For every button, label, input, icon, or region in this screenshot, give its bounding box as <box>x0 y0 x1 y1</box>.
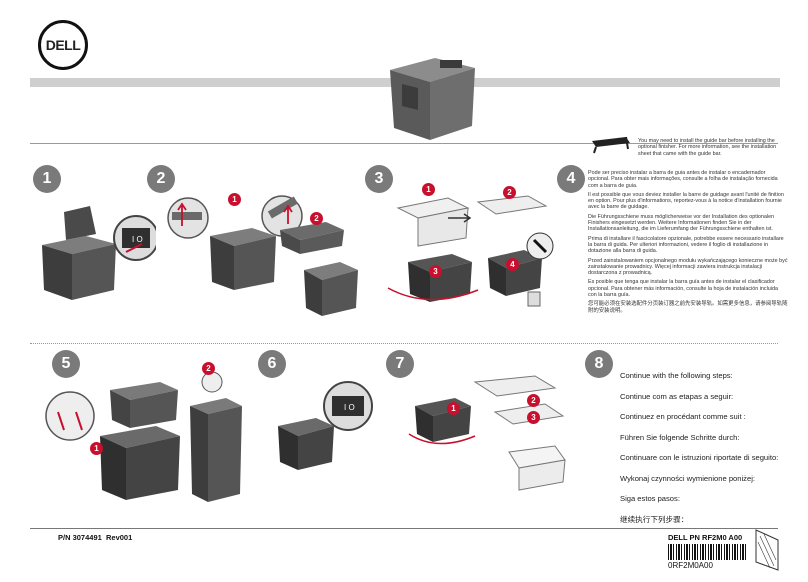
part-number: P/N 3074491 <box>58 533 102 542</box>
step-6-illustration: I O <box>278 381 373 470</box>
svg-text:I O: I O <box>132 235 143 244</box>
guide-note-translations: Pode ser preciso instalar a barra de gui… <box>588 170 788 317</box>
svg-text:I O: I O <box>344 403 355 412</box>
step-7-illustration <box>408 375 566 491</box>
guide-bar-icon <box>592 136 630 154</box>
callout-badge-2: 2 <box>310 212 323 225</box>
step-2-illustration <box>167 195 358 316</box>
step-number-3: 3 <box>365 165 393 193</box>
callout-badge-2c: 2 <box>202 362 215 375</box>
guide-note-es: Es posible que tenga que instalar la bar… <box>588 279 778 299</box>
logo-text: DELL <box>45 37 81 53</box>
callout-badge-1d: 1 <box>447 402 460 415</box>
continue-en: Continue with the following steps: <box>620 371 733 380</box>
step-number-5: 5 <box>52 350 80 378</box>
footer-divider <box>30 528 778 529</box>
guide-note-en: You may need to install the guide bar be… <box>638 138 777 157</box>
dell-part-number: DELL PN RF2M0 A00 <box>668 533 743 542</box>
step-number-6: 6 <box>258 350 286 378</box>
guide-note-fr: Il est possible que vous deviez installe… <box>588 191 784 211</box>
continue-pl: Wykonaj czynności wymienione poniżej: <box>620 473 755 483</box>
continue-zh: 继续执行下列步骤： <box>620 514 689 524</box>
callout-badge-2b: 2 <box>503 186 516 199</box>
callout-badge-4: 4 <box>506 258 519 271</box>
guide-note-zh: 您可能必须在安装选配件分页装订器之前先安装导轨。如需更多信息，请参阅导轨随附的安… <box>588 301 788 314</box>
continue-it: Continuare con le istruzioni riportate d… <box>620 453 779 462</box>
corner-mark-icon <box>755 529 779 571</box>
callout-badge-2d: 2 <box>527 394 540 407</box>
callout-badge-3b: 3 <box>527 411 540 424</box>
step-1-illustration: I O <box>42 206 156 300</box>
step-number-7: 7 <box>386 350 414 378</box>
guide-note-de: Die Führungsschiene muss möglicherweise … <box>588 213 775 233</box>
finisher-illustration <box>390 58 475 140</box>
dell-logo: DELL <box>38 20 88 70</box>
step-number-2: 2 <box>147 165 175 193</box>
barcode-text: 0RF2M0A00 <box>668 561 713 570</box>
step-number-1: 1 <box>33 165 61 193</box>
step-number-8: 8 <box>585 350 613 378</box>
continue-steps-list: Continue with the following steps: Conti… <box>620 370 790 534</box>
step-number-4: 4 <box>557 165 585 193</box>
callout-badge-1c: 1 <box>90 442 103 455</box>
callout-badge-1: 1 <box>228 193 241 206</box>
guide-note-it: Prima di installare il fascicolatore opz… <box>588 235 784 255</box>
guide-note-pt: Pode ser preciso instalar a barra de gui… <box>588 170 778 189</box>
continue-es: Siga estos pasos: <box>620 494 680 503</box>
section-divider-top <box>30 143 778 144</box>
section-divider-mid <box>30 343 778 344</box>
step-3-illustration <box>387 195 548 302</box>
continue-de: Führen Sie folgende Schritte durch: <box>620 432 740 442</box>
continue-pt: Continue com as etapas a seguir: <box>620 391 734 401</box>
revision: Rev001 <box>106 533 133 542</box>
step-4-illustration <box>488 232 554 307</box>
continue-fr: Continuez en procédant comme suit : <box>620 412 746 421</box>
guide-note-pl: Przed zainstalowaniem opcjonalnego moduł… <box>588 257 788 277</box>
callout-badge-3: 3 <box>429 265 442 278</box>
step-5-illustration <box>45 372 242 502</box>
callout-badge-1b: 1 <box>422 183 435 196</box>
barcode <box>668 544 748 560</box>
